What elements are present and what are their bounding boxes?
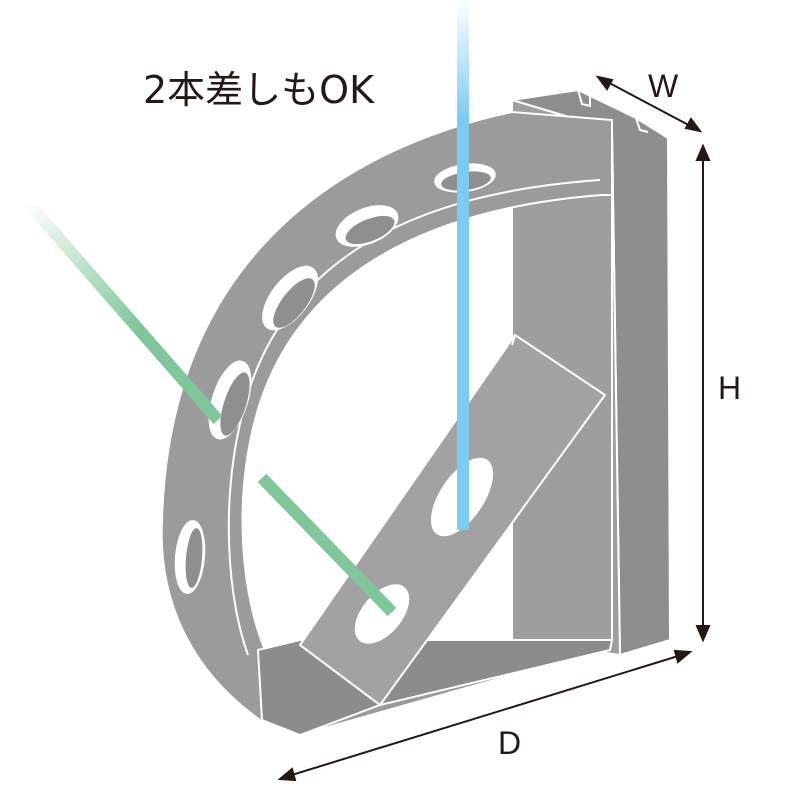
width-dimension-line [599,77,699,131]
ring-inner-rim [227,179,601,656]
hole-shade [185,528,203,588]
arched-ring [160,110,613,737]
depth-dimension-line [281,652,689,779]
width-arrowhead-start [595,75,614,91]
green-wire-segment [257,473,397,617]
green-wire [25,201,223,424]
hole-shade [220,372,250,436]
hole-shade [273,278,315,328]
cable-holder-bracket [160,88,672,737]
depth-arrowhead-left [277,767,297,782]
height-arrowhead-top [695,143,711,161]
brace-hole [354,584,410,644]
caption-text: 2本差しもOK [143,68,375,112]
hole-shade [345,215,395,245]
width-arrowhead-end [684,117,703,133]
dimension-lines [277,75,711,782]
height-label: H [718,370,741,406]
top-notches [577,89,649,133]
height-arrowhead-bottom [695,625,711,643]
depth-label: D [498,725,521,761]
brace-edge [299,334,516,706]
width-label: W [648,68,679,104]
wires [25,0,469,617]
depth-arrowhead-right [673,649,693,664]
